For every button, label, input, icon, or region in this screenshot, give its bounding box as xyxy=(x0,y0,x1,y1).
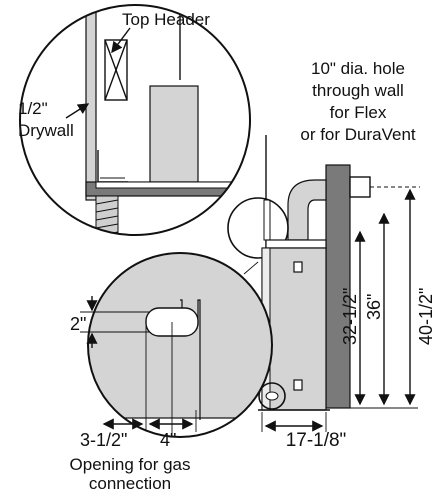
heater-side-view xyxy=(227,135,420,411)
top-header-label: Top Header xyxy=(122,10,210,29)
dim-4-label: 4" xyxy=(160,430,176,450)
top-detail-circle xyxy=(19,4,251,236)
detail-circle-lower xyxy=(258,382,286,410)
dim-heights xyxy=(350,188,418,409)
opening-label-line-2: connection xyxy=(89,474,171,493)
dim-36-label: 36" xyxy=(364,294,384,320)
vent-block xyxy=(149,85,199,183)
dim-slot-height xyxy=(80,296,100,348)
dim-slot-offsets xyxy=(102,410,197,432)
dim-40-label: 40-1/2" xyxy=(416,288,436,345)
bottom-detail-circle xyxy=(87,252,273,438)
top-header-leader xyxy=(111,27,131,54)
vent-cap xyxy=(349,176,371,198)
dim-32-label: 32-1/2" xyxy=(340,288,360,345)
hole-line-1: 10" dia. hole xyxy=(311,59,405,78)
detail-circle-upper xyxy=(227,197,289,259)
hole-line-3: for Flex xyxy=(330,103,387,122)
hole-note: 10" dia. hole through wall for Flex or f… xyxy=(300,59,416,144)
dim-width xyxy=(261,412,327,432)
vent-elbow xyxy=(287,179,327,241)
drywall-strip xyxy=(85,5,97,201)
wall xyxy=(325,164,351,409)
hole-line-4: or for DuraVent xyxy=(300,125,416,144)
opening-label-line-1: Opening for gas xyxy=(70,455,191,474)
drywall-size-label: 1/2" xyxy=(18,99,48,118)
dim-3-5-label: 3-1/2" xyxy=(80,430,127,450)
threaded-part xyxy=(95,195,119,235)
control-knob-top xyxy=(293,261,303,273)
dim-slot-height-label: 2" xyxy=(70,314,86,334)
dim-width-label: 17-1/8" xyxy=(286,430,347,451)
hole-line-2: through wall xyxy=(312,81,404,100)
drywall-leader xyxy=(65,103,90,119)
drywall-label: Drywall xyxy=(18,121,74,140)
control-knob-bottom xyxy=(293,379,303,391)
